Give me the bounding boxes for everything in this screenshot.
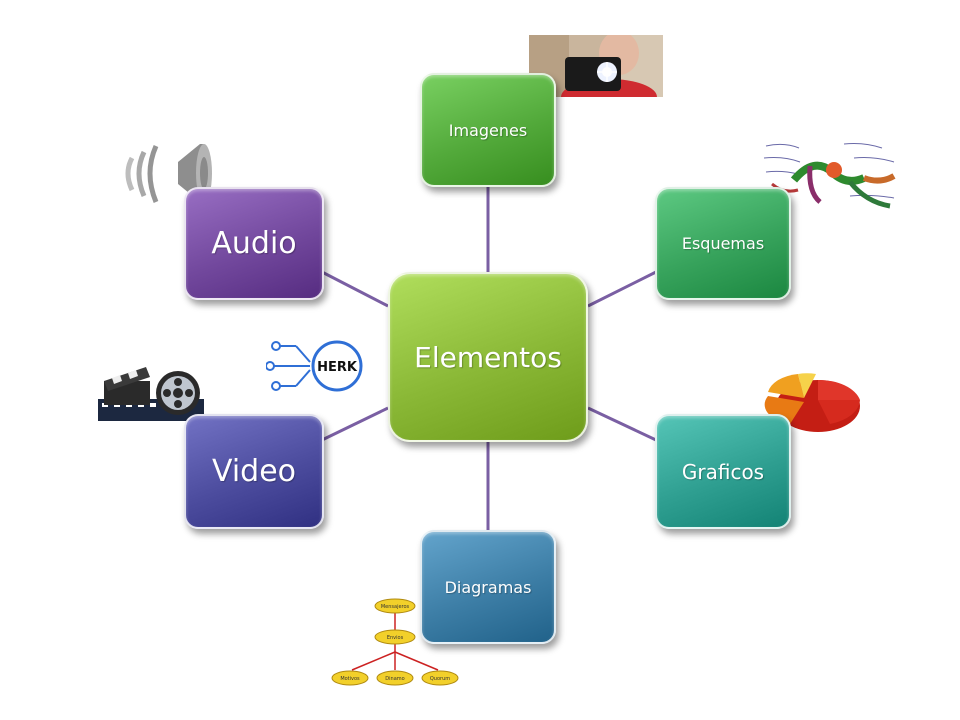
connector-esquemas: [587, 270, 657, 308]
node-esquemas: Esquemas: [655, 187, 791, 300]
flowchart-label: Dinamo: [385, 676, 404, 682]
node-label: Audio: [211, 226, 297, 261]
node-audio: Audio: [184, 187, 324, 300]
flowchart-label: Mensajeros: [381, 604, 410, 610]
flowchart-label: Motivos: [340, 676, 360, 682]
herk-logo-image: HERK: [266, 340, 363, 392]
flowchart-label: Quorum: [430, 676, 450, 682]
connector-graficos: [587, 406, 657, 442]
herk-logo-text: HERK: [317, 360, 358, 375]
node-diagramas: Diagramas: [420, 530, 556, 644]
node-elementos: Elementos: [388, 272, 588, 442]
node-label: Elementos: [414, 340, 562, 374]
node-label: Imagenes: [448, 120, 528, 140]
node-video: Video: [184, 414, 324, 529]
node-label: Video: [211, 454, 297, 489]
flowchart-image: Mensajeros Envios Motivos Dinamo Quorum: [331, 598, 459, 686]
camera-photo-image: [529, 35, 663, 97]
node-imagenes: Imagenes: [420, 73, 556, 187]
node-label: Esquemas: [681, 234, 765, 253]
flowchart-label: Envios: [387, 635, 404, 641]
connector-audio: [321, 270, 389, 308]
node-label: Graficos: [681, 459, 765, 484]
film-clapper-image: [98, 367, 204, 421]
node-graficos: Graficos: [655, 414, 791, 529]
mind-map-image: [763, 143, 896, 209]
connector-video: [321, 406, 389, 442]
node-label: Diagramas: [444, 577, 532, 597]
